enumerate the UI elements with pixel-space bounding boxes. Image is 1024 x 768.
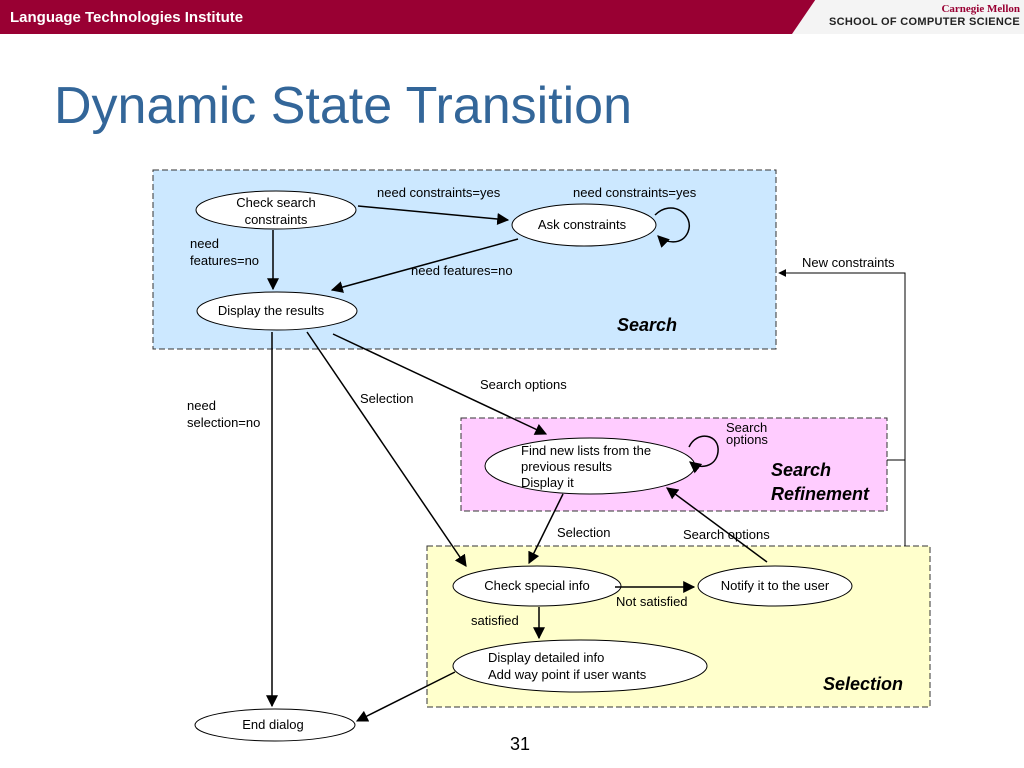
header-bar: Language Technologies Institute Carnegie… [0, 0, 1024, 34]
edge-display-to-find-new [332, 333, 548, 435]
node-ask-constraints [511, 203, 657, 247]
node-ask-constraints-label: Ask constraints [538, 217, 627, 232]
page-number: 31 [510, 734, 531, 754]
node-display-results [196, 291, 358, 331]
node-check-search-constraints-label-2: constraints [245, 212, 308, 227]
edge-find-new-to-check-special [528, 493, 564, 565]
edge-label-not-satisfied: Not satisfied [616, 594, 688, 609]
search-region-label: Search [617, 315, 677, 335]
node-notify-user-label: Notify it to the user [721, 578, 830, 593]
node-display-detailed-info-label-2: Add way point if user wants [488, 667, 647, 682]
cmu-logo-block: Carnegie Mellon SCHOOL OF COMPUTER SCIEN… [792, 0, 1024, 34]
node-display-results-label: Display the results [218, 303, 325, 318]
node-notify-user [697, 565, 853, 607]
node-find-new-lists-label-2: previous results [521, 459, 613, 474]
node-find-new-lists-label-1: Find new lists from the [521, 443, 651, 458]
edge-ask-self-loop [654, 207, 691, 248]
edge-label-search-options-self-2: options [726, 432, 768, 447]
refinement-region-label-2: Refinement [771, 484, 870, 504]
node-check-special-info [452, 565, 622, 607]
node-end-dialog [194, 708, 356, 742]
edge-label-need-selection-no-1: need [187, 398, 216, 413]
edge-label-need-selection-no-2: selection=no [187, 415, 260, 430]
node-check-search-constraints-label-1: Check search [236, 195, 315, 210]
edge-new-constraints-feedback [778, 269, 906, 546]
node-check-special-info-label: Check special info [484, 578, 590, 593]
edge-label-satisfied: satisfied [471, 613, 519, 628]
edge-label-selection-2: Selection [557, 525, 610, 540]
refinement-region-label-1: Search [771, 460, 831, 480]
edge-label-selection-1: Selection [360, 391, 413, 406]
school-name: SCHOOL OF COMPUTER SCIENCE [829, 16, 1020, 28]
edge-find-new-self-loop [688, 435, 719, 474]
edge-label-search-options-self-1: Search [726, 420, 767, 435]
node-display-detailed-info [452, 639, 708, 693]
node-display-detailed-info-label-1: Display detailed info [488, 650, 604, 665]
edge-label-search-options-1: Search options [480, 377, 567, 392]
selection-region-label: Selection [823, 674, 903, 694]
edge-ask-to-display [330, 238, 519, 293]
node-end-dialog-label: End dialog [242, 717, 303, 732]
edge-label-need-features-no: need features=no [411, 263, 513, 278]
edge-label-need-constraints-yes-2: need constraints=yes [573, 185, 697, 200]
edge-label-new-constraints: New constraints [802, 255, 895, 270]
edge-display-detailed-to-end [355, 671, 456, 722]
slide-title: Dynamic State Transition [54, 77, 633, 135]
edge-check-to-ask [357, 205, 510, 225]
edge-notify-to-find-new [666, 487, 768, 563]
node-find-new-lists-label-3: Display it [521, 475, 574, 490]
edge-label-need-features-no-left-2: features=no [190, 253, 259, 268]
edge-label-need-features-no-left-1: need [190, 236, 219, 251]
institute-name: Language Technologies Institute [10, 9, 244, 26]
node-check-search-constraints [195, 190, 357, 230]
edge-label-need-constraints-yes-1: need constraints=yes [377, 185, 501, 200]
edge-label-search-options-2: Search options [683, 527, 770, 542]
edge-display-to-check-special [306, 331, 467, 567]
cmu-logo: Carnegie Mellon [941, 3, 1020, 15]
